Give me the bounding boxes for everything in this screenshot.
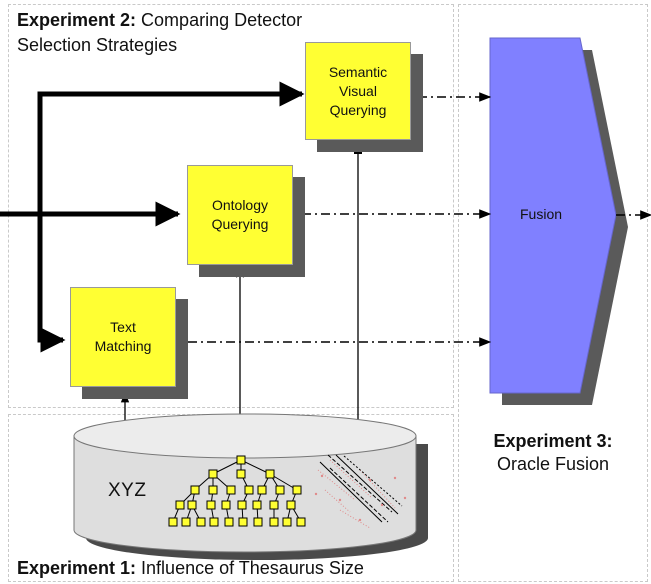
- experiment1-title-bold: Experiment 1:: [17, 558, 137, 578]
- semantic-space-icon: [314, 454, 407, 529]
- input-arrow-text: [37, 250, 66, 353]
- semantic-visual-querying-box: Semantic Visual Querying: [305, 42, 411, 140]
- experiment3-panel: [458, 4, 648, 582]
- text-matching-box: Text Matching: [70, 287, 176, 387]
- semantic-box-line2: Visual: [339, 82, 377, 99]
- experiment1-title: Experiment 1: Influence of Thesaurus Siz…: [17, 557, 364, 579]
- fusion-shape: [489, 37, 617, 394]
- ontology-box-line2: Querying: [211, 216, 269, 232]
- ontology-querying-box: Ontology Querying: [187, 165, 293, 265]
- semantic-box-line1: Semantic: [328, 63, 388, 80]
- semantic-box-line3: Querying: [329, 101, 387, 118]
- experiment3-title-subtitle: Oracle Fusion: [496, 454, 610, 474]
- text-box-line1: Text: [110, 319, 136, 335]
- ontology-box-line1: Ontology: [211, 197, 269, 213]
- experiment1-title-rest: Influence of Thesaurus Size: [136, 558, 364, 578]
- database-label: XYZ: [108, 480, 147, 501]
- text-box-line2: Matching: [94, 338, 152, 354]
- experiment3-title-bold: Experiment 3:: [493, 431, 613, 451]
- experiment2-title: Experiment 2: Comparing Detector: [17, 9, 302, 31]
- experiment2-title-bold: Experiment 2:: [17, 10, 137, 30]
- experiment2-title-rest: Comparing Detector: [136, 10, 303, 30]
- experiment3-title: Experiment 3: Oracle Fusion: [462, 430, 644, 476]
- experiment2-panel: [8, 4, 454, 408]
- tree-icon: [168, 455, 306, 527]
- semantic-connector-end: [354, 146, 362, 154]
- experiment2-subtitle: Selection Strategies: [17, 35, 178, 55]
- fusion-label: Fusion: [520, 206, 563, 222]
